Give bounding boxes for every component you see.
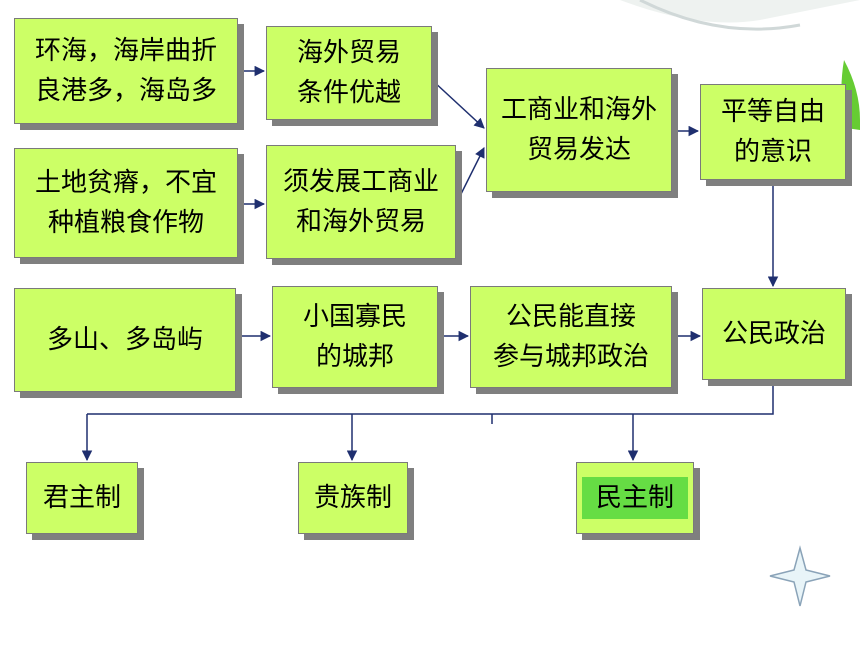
green-leaf-decoration [841,60,860,130]
box-coastline-harbors: 环海，海岸曲折 良港多，海岛多 [14,18,238,124]
arrow-b2-b5 [431,79,485,129]
box-democracy: 民主制 [581,477,688,519]
box-democracy-container: 民主制 [576,462,694,534]
box-equality-freedom: 平等自由 的意识 [700,84,846,180]
box-monarchy: 君主制 [26,462,138,534]
box-direct-participation: 公民能直接 参与城邦政治 [470,286,672,388]
box-small-city-states: 小国寡民 的城邦 [272,286,438,388]
box-commerce-developed: 工商业和海外 贸易发达 [486,68,672,192]
box-poor-land: 土地贫瘠，不宜 种植粮食作物 [14,148,238,258]
box-trade-conditions: 海外贸易 条件优越 [266,26,432,120]
star-decoration [769,545,831,607]
box-develop-commerce: 须发展工商业 和海外贸易 [266,145,456,259]
box-aristocracy: 贵族制 [298,462,408,534]
box-citizen-politics: 公民政治 [702,288,846,380]
box-mountains-islands: 多山、多岛屿 [14,288,236,392]
line-b10-down [87,382,774,415]
arrow-b4-b5 [455,147,485,205]
